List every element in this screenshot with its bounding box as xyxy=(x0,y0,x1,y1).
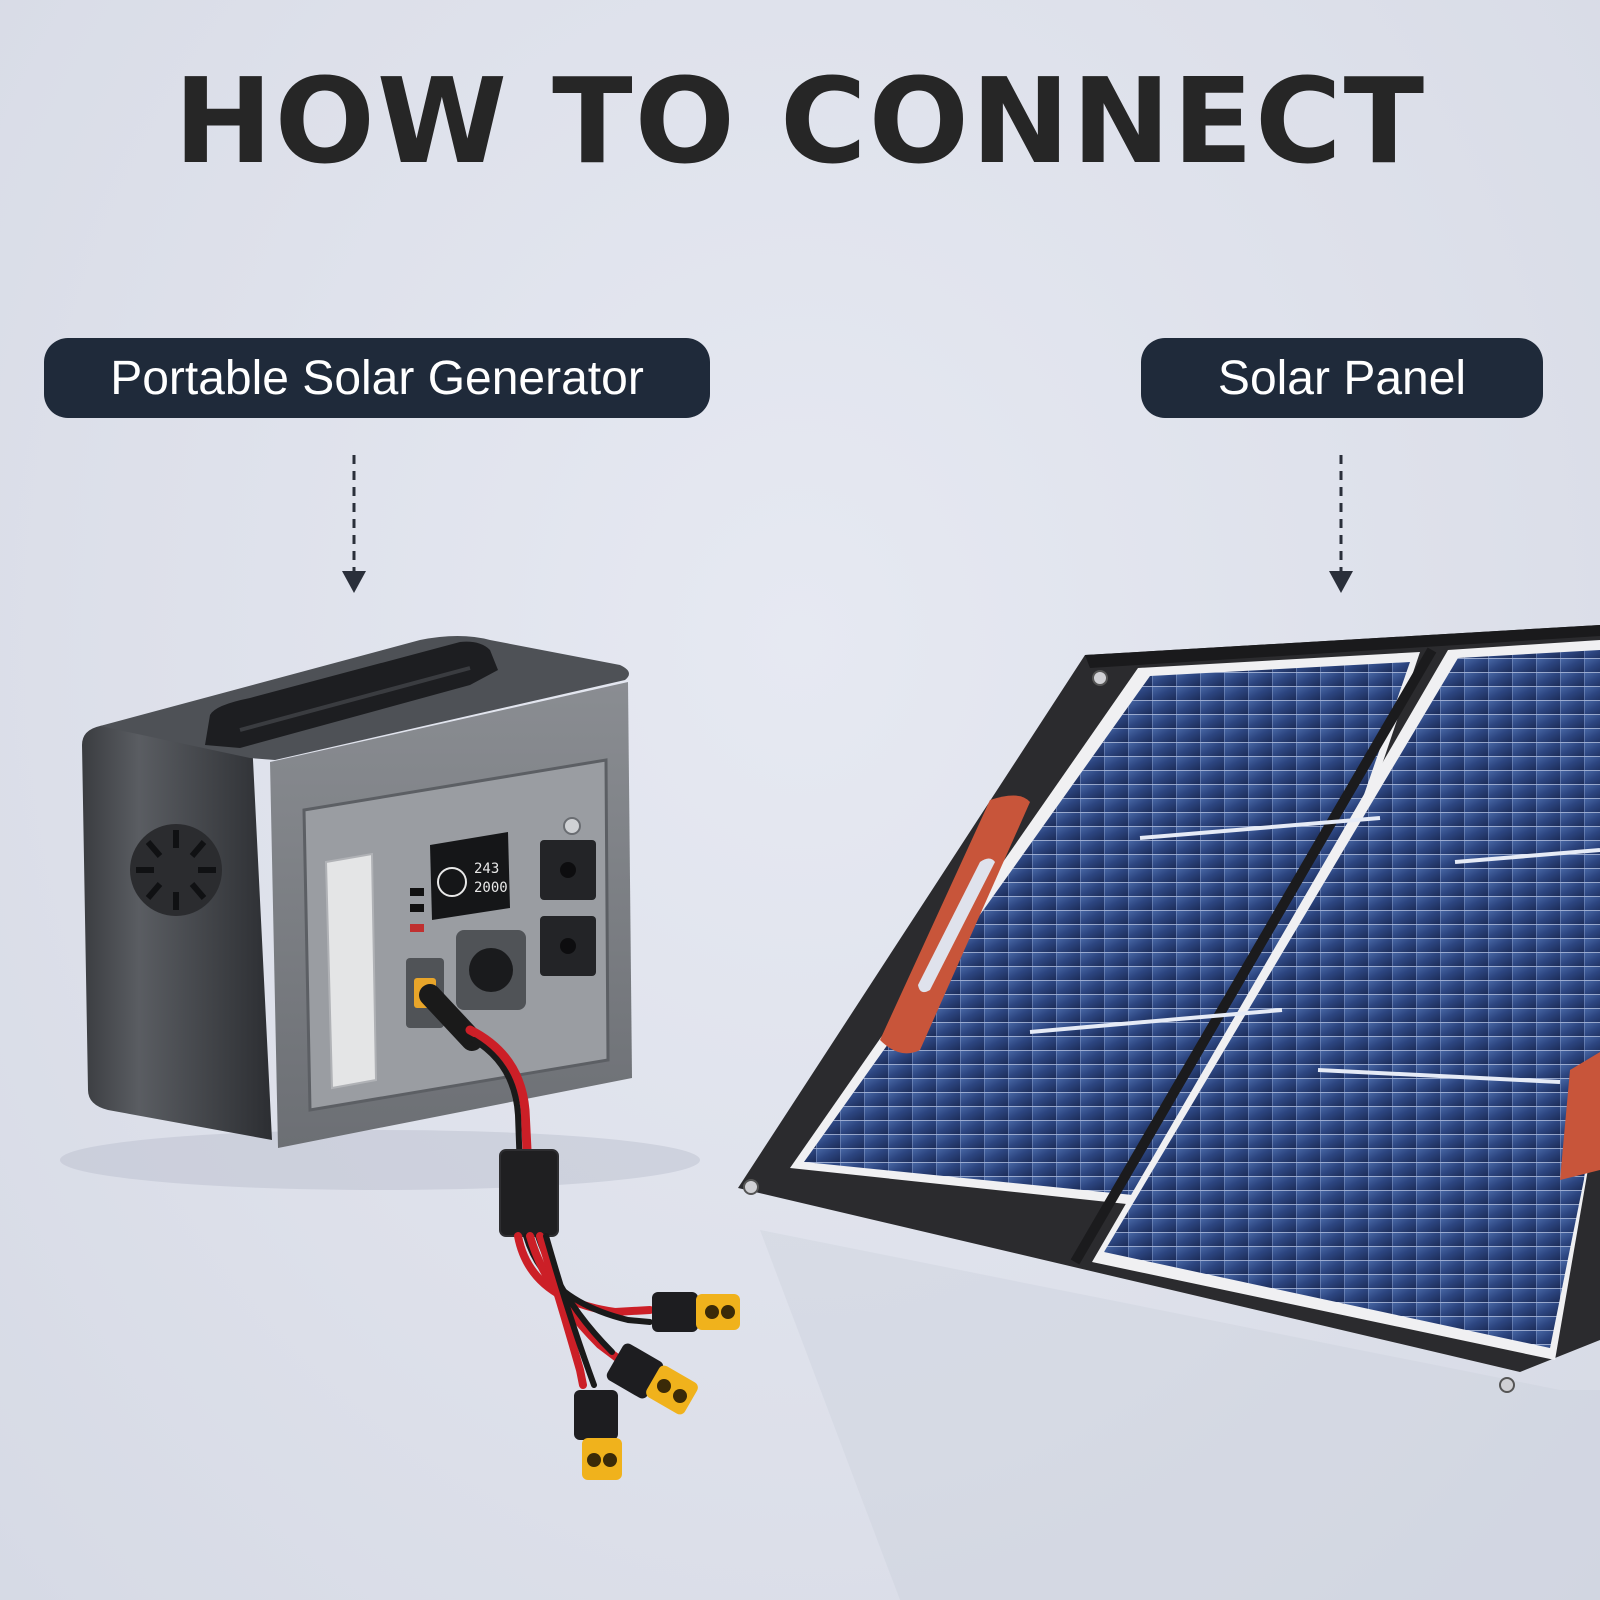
xt60-connector-2 xyxy=(606,1343,698,1415)
svg-text:2000: 2000 xyxy=(474,880,508,896)
xt60-connector-1 xyxy=(652,1292,740,1332)
solar-panel-label: Solar Panel xyxy=(1141,338,1543,418)
ac-outlet-1 xyxy=(540,840,596,900)
ac-outlet-2 xyxy=(540,916,596,976)
page-title: HOW TO CONNECT xyxy=(173,52,1427,190)
right-handle xyxy=(1560,1052,1600,1180)
y-splitter-cable xyxy=(419,984,654,1389)
generator-shadow xyxy=(60,1130,700,1190)
solar-panel xyxy=(738,625,1600,1393)
panel-shadow xyxy=(760,1230,1600,1600)
generator-label: Portable Solar Generator xyxy=(44,338,710,418)
car-socket xyxy=(469,948,513,992)
solar-panel-right-cells xyxy=(1104,650,1600,1348)
dashed-down-arrow-icon xyxy=(342,455,366,593)
dashed-down-arrow-icon xyxy=(1329,455,1353,593)
generator: 243 2000 xyxy=(82,636,632,1148)
svg-text:243: 243 xyxy=(474,861,499,877)
generator-label-text: Portable Solar Generator xyxy=(110,351,644,405)
led-light-bar xyxy=(324,852,378,1090)
power-button xyxy=(563,817,581,835)
battery-ring xyxy=(437,867,467,897)
display-screen xyxy=(430,832,510,920)
xt60-connector-3 xyxy=(574,1390,622,1480)
splitter-hub xyxy=(499,1149,559,1237)
solar-panel-label-text: Solar Panel xyxy=(1217,351,1467,405)
